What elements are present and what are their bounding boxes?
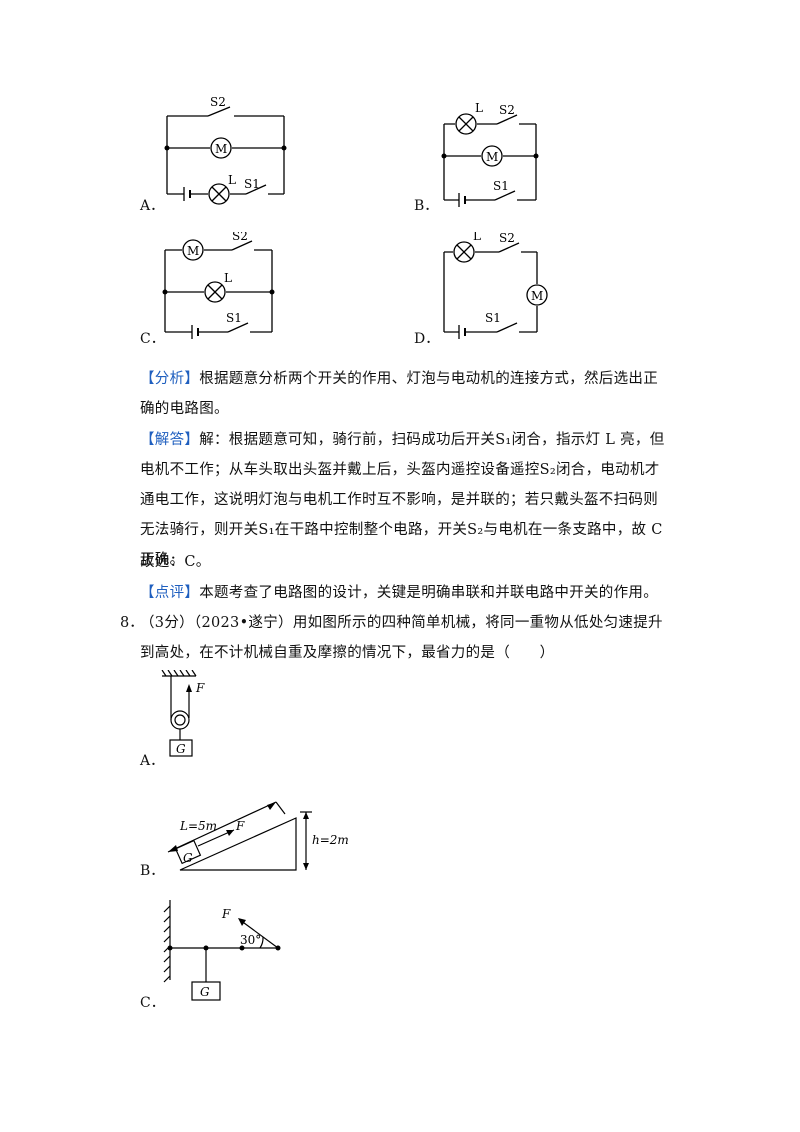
option-a-label: A． [140,198,165,214]
switch-s2-label: S2 [232,232,248,243]
switch-s1-label: S1 [493,179,509,193]
switch-s2-ref: S₂ [467,522,484,538]
lamp-label: L [473,232,481,243]
comment-text: 本题考查了电路图的设计，关键是明确串联和并联电路中开关的作用。 [199,585,658,601]
motor-label: M [531,289,543,303]
pulley-diagram: F G [161,670,205,757]
option-b-label: B． [140,863,165,879]
motor-label: M [215,142,227,156]
comment-paragraph: 【点评】本题考查了电路图的设计，关键是明确串联和并联电路中开关的作用。 [140,578,670,608]
weight-label: G [200,985,210,999]
option-c-label: C． [140,331,165,347]
analysis-tag: 【分析】 [140,371,200,387]
analysis-text: 根据题意分析两个开关的作用、灯泡与电动机的连接方式，然后选出正确的电路图。 [140,371,658,417]
weight-label: G [183,851,193,865]
solution-text-3: 闭合，电动机才通电工作，这说明灯泡与电机工作时互不影响，是并联的；若只戴头盔不扫… [140,462,660,538]
switch-s2-label: S2 [499,232,515,245]
circuit-diagram-a: M S2 L S1 [164,96,287,205]
force-label: F [221,907,231,921]
analysis-paragraph: 【分析】根据题意分析两个开关的作用、灯泡与电动机的连接方式，然后选出正确的电路图… [140,364,670,424]
lamp-label: L [228,173,236,187]
solution-text-5: 与电机在一条支路中，故 C 正确。 [140,522,663,568]
comment-tag: 【点评】 [140,585,200,601]
circuit-diagram-b: M L S2 S1 [441,101,539,207]
switch-s1-ref: S₁ [495,432,512,448]
solution-paragraph: 【解答】解：根据题意可知，骑行前，扫码成功后开关S₁闭合，指示灯 L 亮，但电机… [140,425,670,575]
angle-label: 30° [240,933,261,947]
force-label: F [235,819,245,833]
switch-s2-label: S2 [499,103,515,117]
lamp-label: L [475,101,483,115]
switch-s1-label: S1 [226,311,242,325]
switch-s1-label: S1 [485,311,501,325]
lamp-label: L [224,271,232,285]
option-b-label: B． [414,198,439,214]
circuit-diagram-c: M S2 L S1 [162,232,275,339]
solution-tag: 【解答】 [140,432,200,448]
solution-text-4: 在干路中控制整个电路，开关 [274,522,468,538]
lever-diagram: F 30° G [163,900,281,1001]
incline-diagram: L=5m h=2m F G [167,801,349,871]
force-label: F [195,681,205,695]
switch-s1-ref: S₁ [258,522,275,538]
option-c-label: C． [140,995,165,1011]
motor-label: M [187,244,199,258]
solution-text-1: 解：根据题意可知，骑行前，扫码成功后开关 [199,432,496,448]
solution-choice: 故选：C。 [140,554,211,570]
switch-s1-label: S1 [244,177,260,191]
option-a-label: A． [140,753,165,769]
option-d-label: D． [414,331,440,347]
question-text: （3分）（2023•遂宁）用如图所示的四种简单机械，将同一重物从低处匀速提升到高… [140,615,663,661]
height-label: h=2m [312,833,349,847]
weight-label: G [176,742,186,756]
solution-text-2: 闭合，指示灯 L 亮，但电机不工作；从车头取出头盔并戴上后，头盔内遥控设备遥控 [140,432,665,478]
switch-s2-label: S2 [210,96,226,109]
question-number: 8． [120,615,144,631]
motor-label: M [486,150,498,164]
circuit-diagram-d: M L S2 S1 [443,232,548,339]
switch-s2-ref: S₂ [539,462,556,478]
length-label: L=5m [179,819,217,833]
